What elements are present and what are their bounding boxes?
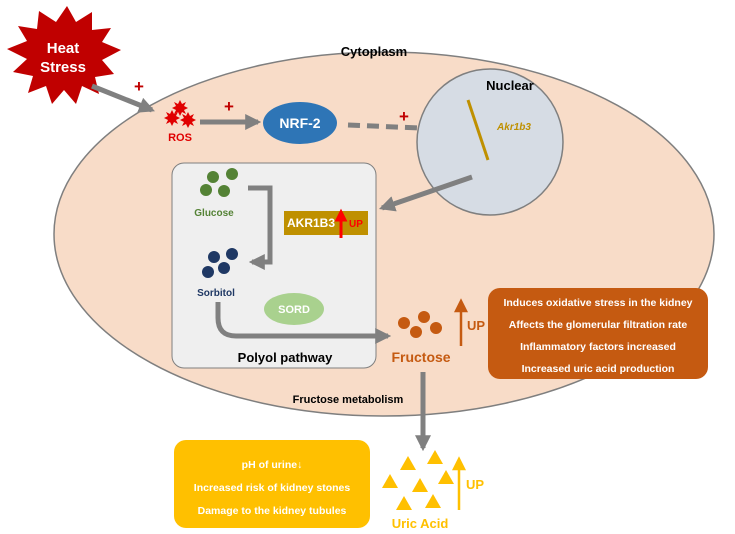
nuclear-label: Nuclear — [486, 78, 534, 93]
ros-icon — [164, 100, 196, 128]
plus-sign-2: + — [224, 97, 234, 116]
heat-stress-line1: Heat — [47, 40, 80, 57]
urine-effect-item: pH of urine↓ — [242, 459, 303, 471]
uric-acid-up-label: UP — [466, 477, 484, 492]
kidney-effect-item: Inflammatory factors increased — [520, 341, 676, 353]
akr1b3-up-arrow-icon — [334, 208, 348, 238]
uric-acid-icon — [382, 450, 454, 510]
sord-label: SORD — [278, 304, 310, 316]
nrf2-ellipse — [263, 102, 337, 144]
kidney-effect-item: Induces oxidative stress in the kidney — [503, 297, 692, 309]
kidney-effects-box — [488, 288, 708, 379]
akr1b3-box — [284, 211, 368, 235]
fructose-label: Fructose — [391, 349, 450, 365]
plus-sign-1: + — [134, 77, 144, 96]
kidney-effect-item: Affects the glomerular filtration rate — [509, 319, 688, 331]
fructose-metabolism-label: Fructose metabolism — [293, 394, 404, 406]
arrow-nucleus-to-akr1b3 — [378, 174, 473, 212]
fructose-up-label: UP — [467, 318, 485, 333]
akr1b3-label: AKR1B3 — [287, 216, 335, 230]
uric-acid-label: Uric Acid — [392, 516, 449, 531]
arrow-sorbitol-to-fructose — [215, 302, 392, 345]
heat-stress-line2: Stress — [40, 59, 86, 76]
nucleus-circle — [416, 68, 564, 216]
akr1b3-gene-label: Akr1b3 — [496, 122, 531, 133]
urine-effect-item: Damage to the kidney tubules — [198, 505, 347, 517]
glucose-label: Glucose — [194, 208, 234, 219]
sorbitol-icon — [202, 248, 238, 278]
heat-stress-starburst — [7, 6, 121, 104]
polyol-pathway-label: Polyol pathway — [238, 350, 333, 365]
akr1b3-up-label: UP — [349, 219, 363, 230]
sord-ellipse — [264, 293, 324, 325]
glucose-icon — [200, 168, 238, 197]
nrf2-label: NRF-2 — [279, 115, 320, 131]
fructose-icon — [398, 311, 442, 338]
urine-effects-box — [174, 440, 370, 528]
kidney-effect-item: Increased uric acid production — [522, 363, 675, 375]
akr1b3-gene-mark — [466, 99, 490, 161]
plus-sign-3: + — [399, 107, 409, 126]
cytoplasm-label: Cytoplasm — [341, 44, 407, 59]
ros-label: ROS — [168, 132, 192, 144]
uric-acid-up-arrow-icon — [451, 456, 467, 510]
sorbitol-label: Sorbitol — [197, 288, 235, 299]
arrow-glucose-to-sorbitol — [248, 185, 273, 271]
arrow-heat-to-ros — [91, 83, 155, 113]
fructose-up-arrow-icon — [453, 298, 469, 346]
urine-effect-item: Increased risk of kidney stones — [194, 482, 351, 494]
